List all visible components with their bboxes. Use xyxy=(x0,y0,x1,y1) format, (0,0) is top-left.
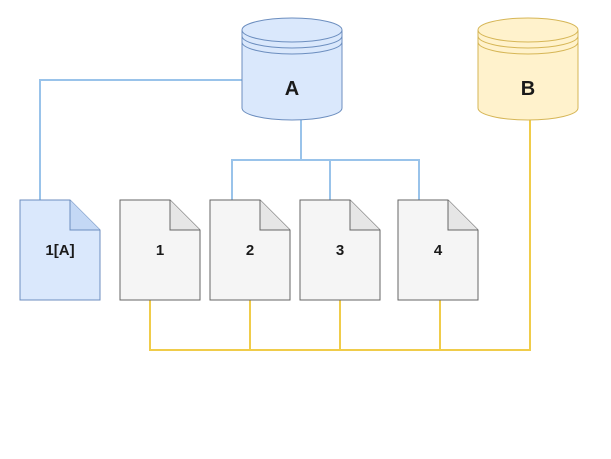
connectors-a xyxy=(39,79,420,200)
database-b-ring-2 xyxy=(477,41,579,55)
document-4-label: 4 xyxy=(434,242,443,259)
connectors-b xyxy=(149,120,531,351)
document-2-label: 2 xyxy=(246,242,254,259)
document-1a[interactable]: 1[A] xyxy=(19,199,101,301)
document-3-label: 3 xyxy=(336,242,344,259)
document-4-fold xyxy=(447,200,478,231)
document-4[interactable]: 4 xyxy=(397,199,479,301)
database-a[interactable]: A xyxy=(241,17,343,121)
edge-a-to-3 xyxy=(301,159,331,200)
document-3-fold xyxy=(349,200,380,231)
document-2[interactable]: 2 xyxy=(209,199,291,301)
document-3[interactable]: 3 xyxy=(299,199,381,301)
database-a-ring-1 xyxy=(241,35,343,49)
database-b-body xyxy=(477,30,579,121)
database-a-body xyxy=(241,30,343,121)
edge-a-to-1a xyxy=(39,79,242,200)
database-a-label: A xyxy=(285,78,299,100)
edge-a-to-4 xyxy=(301,159,420,200)
database-b[interactable]: B xyxy=(477,17,579,121)
database-b-label: B xyxy=(521,78,535,100)
database-b-top xyxy=(477,17,579,43)
edge-a-to-2 xyxy=(231,120,302,200)
document-2-fold xyxy=(259,200,290,231)
database-a-ring-2 xyxy=(241,41,343,55)
document-1-label: 1 xyxy=(156,242,164,259)
document-1-fold xyxy=(169,200,200,231)
database-b-ring-1 xyxy=(477,35,579,49)
document-1a-fold xyxy=(69,200,100,231)
document-1a-label: 1[A] xyxy=(45,242,74,259)
document-1[interactable]: 1 xyxy=(119,199,201,301)
database-a-top xyxy=(241,17,343,43)
